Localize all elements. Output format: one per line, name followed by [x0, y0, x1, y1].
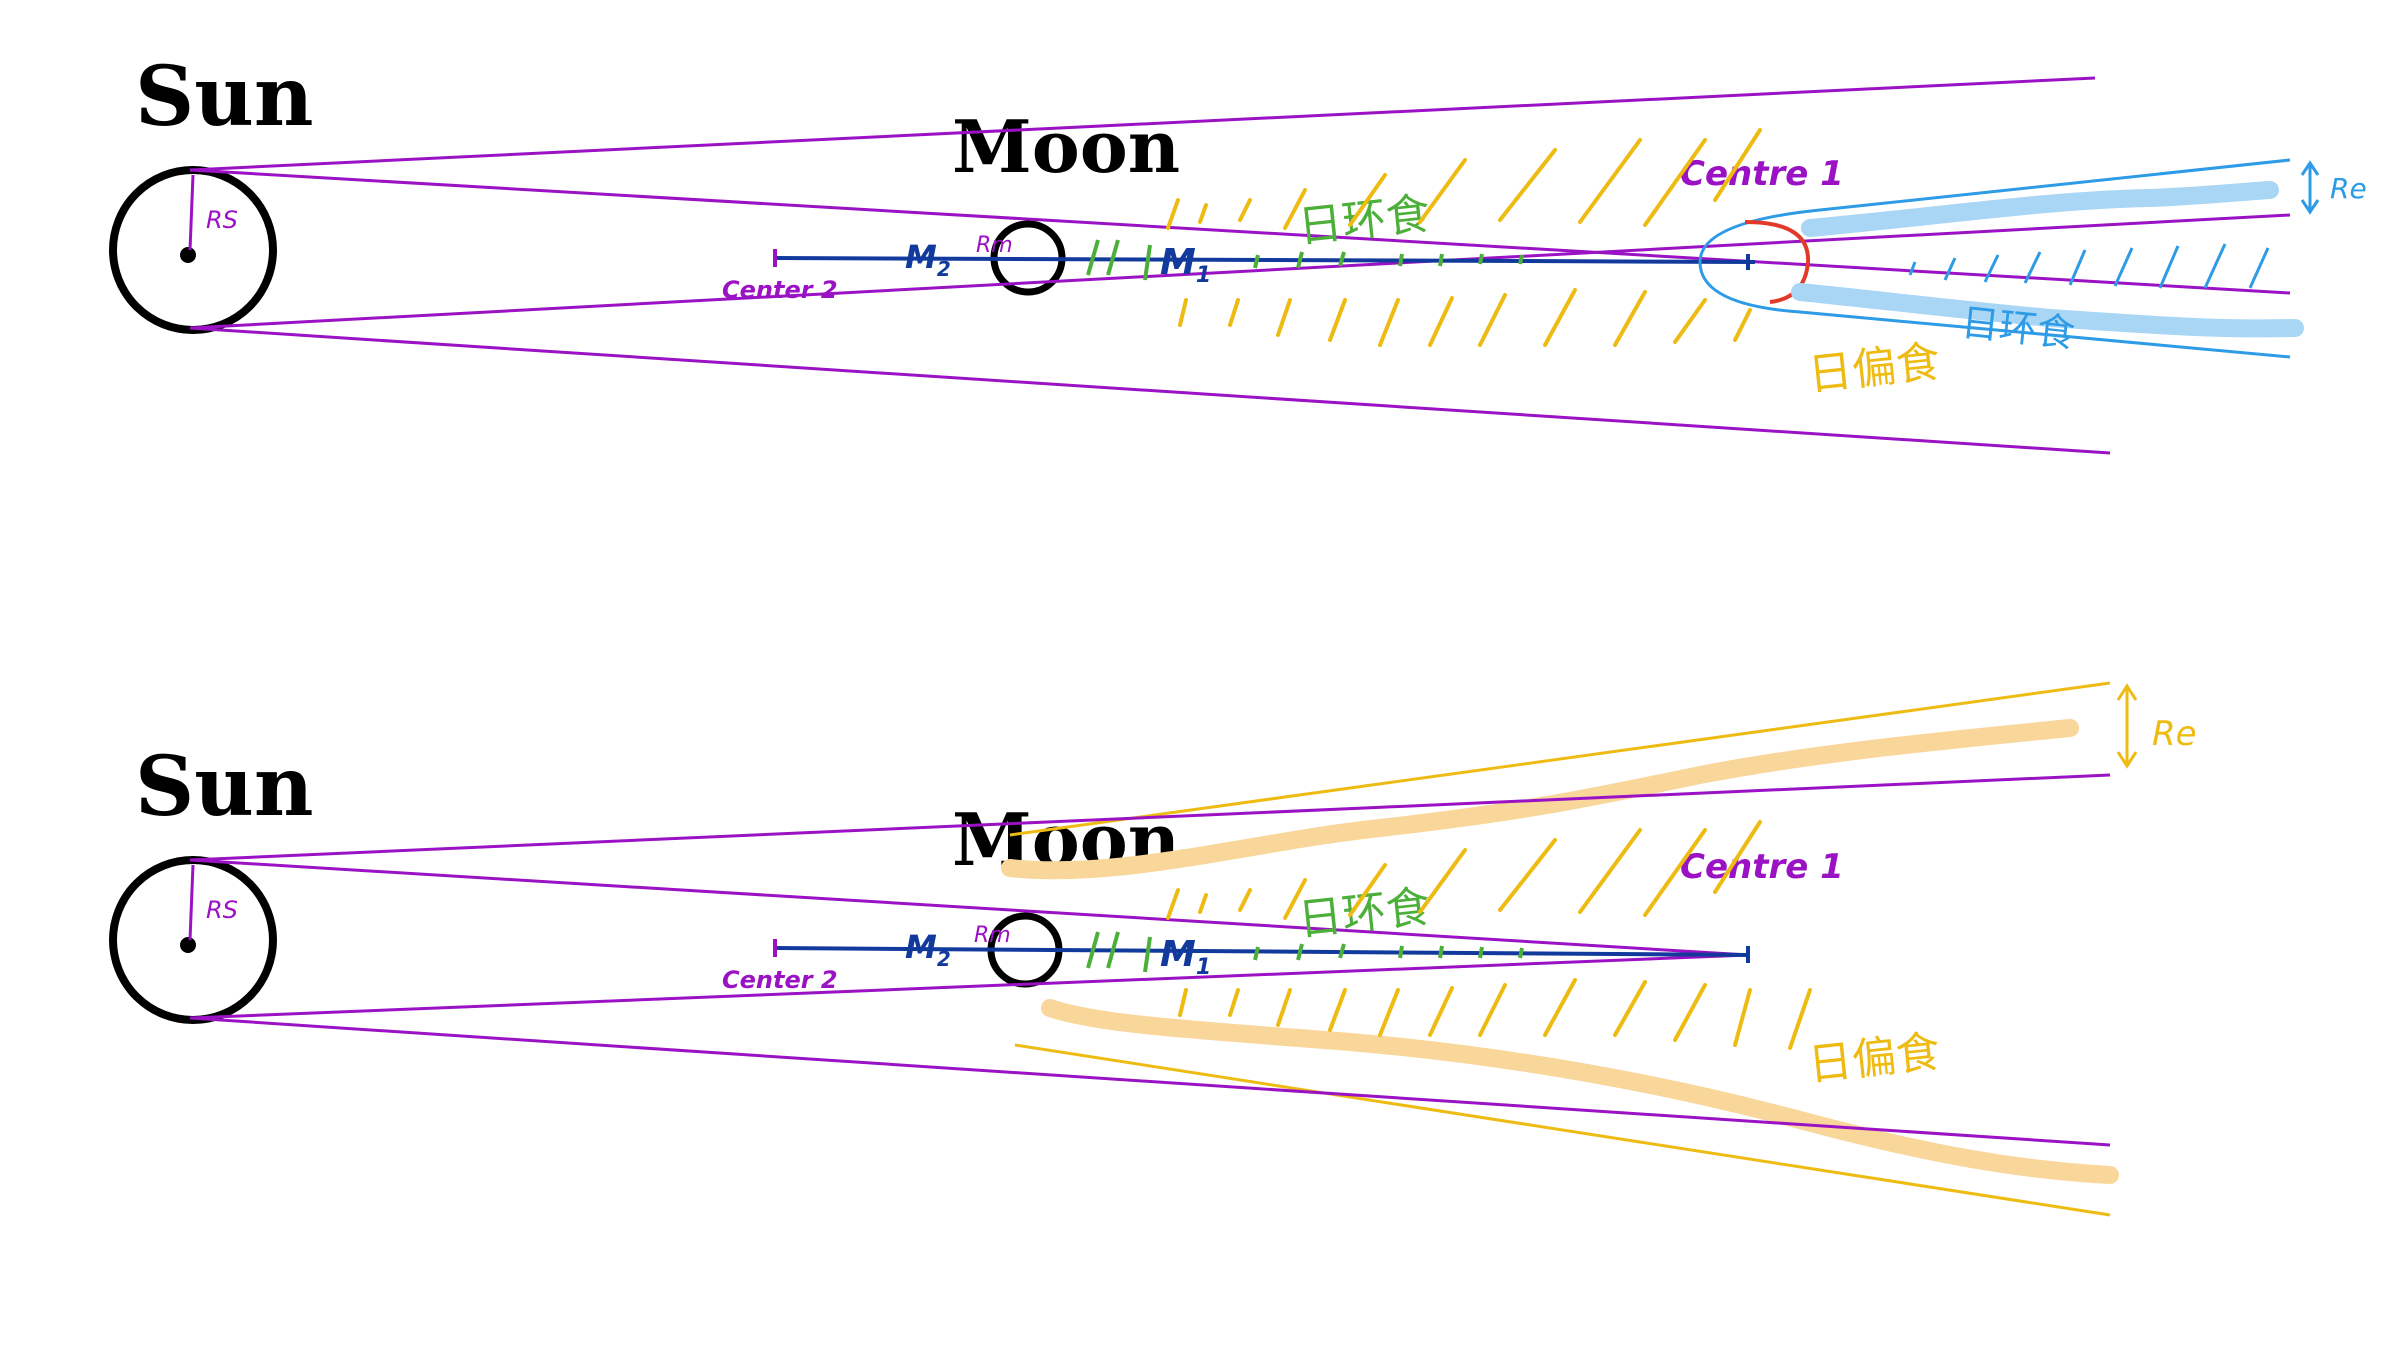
bottom-m1-main: M	[1160, 934, 1196, 975]
bottom-m2-label: M2	[905, 928, 951, 971]
bottom-m2-sub: 2	[937, 947, 951, 971]
top-annular-blue-label: 日环食	[1959, 300, 2077, 356]
top-m2-sub: 2	[937, 257, 951, 281]
top-partial-label: 日偏食	[1806, 336, 1943, 401]
bottom-sun-label: Sun	[135, 739, 313, 835]
top-m1-sub: 1	[1196, 263, 1211, 288]
top-light-blue-lower-band	[1791, 283, 2304, 338]
top-light-blue-upper-band	[1801, 181, 2279, 237]
top-sun-center	[180, 247, 196, 263]
top-red-arc	[1744, 220, 1811, 304]
top-diagram: Sun RS Moon Rm Center 2 Centre 1 M2 M1	[109, 49, 2367, 455]
bottom-rs-label: RS	[206, 896, 238, 924]
bottom-partial-label: 日偏食	[1806, 1026, 1943, 1091]
bottom-annular-label: 日环食	[1296, 881, 1433, 946]
bottom-re-marker	[2116, 683, 2138, 769]
top-inner-tangent-lower	[189, 213, 2291, 330]
bottom-sun-center	[180, 937, 196, 953]
top-m2-main: M	[905, 238, 937, 276]
top-annular-label: 日环食	[1296, 188, 1433, 253]
top-outer-tangent-upper	[189, 76, 2096, 172]
bottom-peach-lower-band	[1041, 999, 2119, 1184]
bottom-yellow-lower-line	[1014, 1043, 2111, 1217]
top-center2-label: Center 2	[722, 276, 838, 304]
bottom-yellow-hatches	[1166, 820, 1812, 1050]
top-sun-label: Sun	[135, 49, 313, 145]
bottom-m1-label: M1	[1160, 934, 1211, 980]
bottom-m1-sub: 1	[1196, 955, 1211, 980]
bottom-outer-tangent-upper	[189, 773, 2111, 862]
top-blue-hatches	[1908, 243, 2270, 289]
top-green-hatches	[1086, 239, 1524, 281]
bottom-re-label: Re	[2152, 714, 2197, 754]
bottom-sun-radius	[188, 864, 195, 941]
top-re-label: Re	[2330, 172, 2367, 205]
bottom-peach-upper-band	[1001, 719, 2079, 880]
top-inner-tangent-upper	[189, 168, 2291, 295]
bottom-inner-tangent-lower	[189, 953, 1749, 1020]
top-earth-outline	[1698, 158, 2291, 359]
top-m1-main: M	[1160, 242, 1196, 283]
top-m2-label: M2	[905, 238, 951, 281]
top-yellow-hatches	[1166, 128, 1762, 347]
top-rm-label: Rm	[976, 233, 1013, 258]
bottom-center1-label: Centre 1	[1680, 847, 1844, 887]
bottom-rm-label: Rm	[974, 923, 1011, 948]
bottom-center2-label: Center 2	[722, 966, 838, 994]
top-re-marker	[2300, 160, 2320, 215]
top-rs-label: RS	[206, 206, 238, 234]
bottom-axis-line	[774, 946, 1751, 957]
bottom-yellow-upper-line	[1009, 681, 2111, 837]
bottom-outer-tangent-lower	[189, 1016, 2111, 1147]
bottom-green-hatches	[1086, 931, 1524, 973]
top-axis-line	[774, 256, 1756, 264]
top-moon-label: Moon	[952, 104, 1180, 189]
bottom-diagram: Sun RS Moon Rm Center 2 Centre 1 M2 M1	[109, 681, 2197, 1217]
bottom-m2-main: M	[905, 928, 937, 966]
top-center1-label: Centre 1	[1680, 154, 1844, 194]
top-outer-tangent-lower	[189, 326, 2111, 455]
top-sun-radius	[188, 174, 195, 251]
top-m1-label: M1	[1160, 242, 1211, 288]
bottom-inner-tangent-upper	[189, 858, 1749, 957]
